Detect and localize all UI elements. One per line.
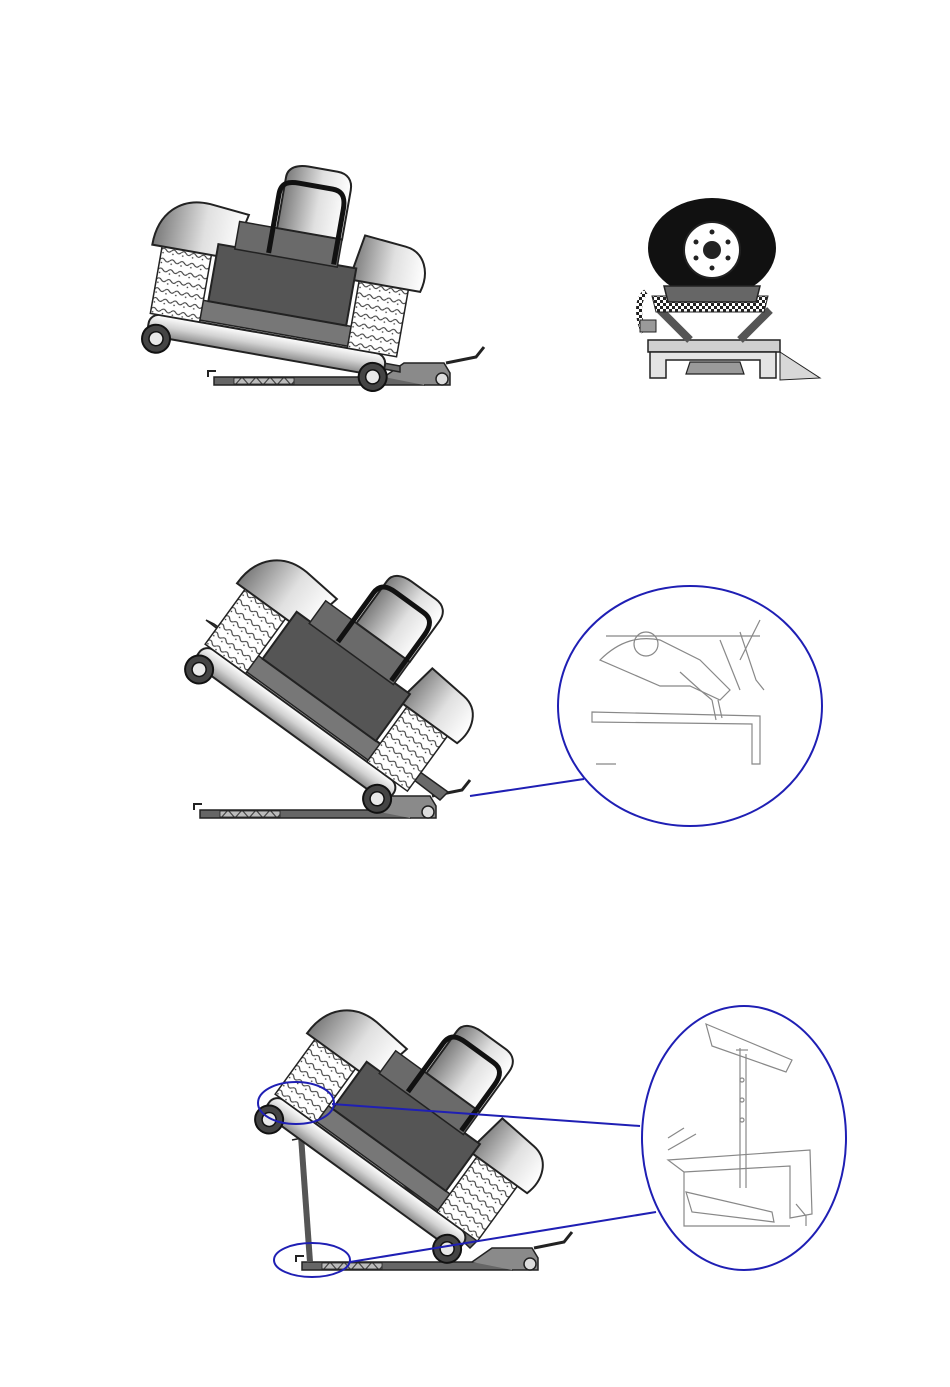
step-1-rear-view bbox=[639, 198, 820, 380]
step-2-side-view bbox=[175, 499, 520, 830]
step-2-detail-latch bbox=[470, 586, 822, 826]
step-1-side-view bbox=[134, 142, 484, 396]
